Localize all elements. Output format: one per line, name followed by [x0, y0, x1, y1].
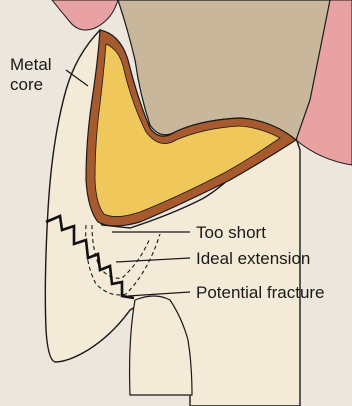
ideal-extension-label: Ideal extension: [196, 249, 310, 269]
potential-fracture-label: Potential fracture: [196, 283, 325, 303]
metal-core-label-line1: Metal: [10, 55, 70, 75]
metal-core-label-line2: core: [10, 75, 70, 95]
metal-core-label: Metal core: [10, 55, 70, 95]
too-short-label: Too short: [196, 223, 266, 243]
